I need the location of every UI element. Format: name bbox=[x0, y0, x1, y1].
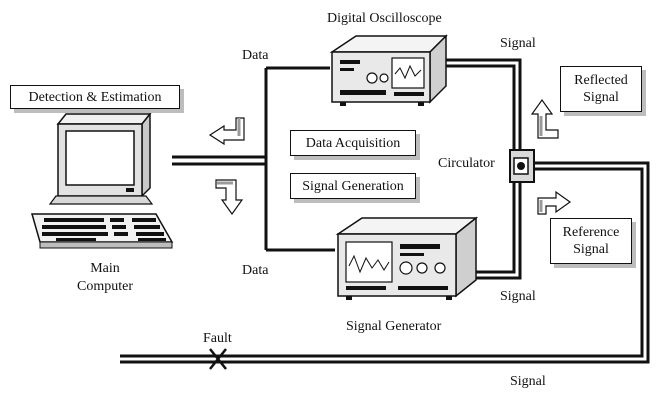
main-computer-line1: Main bbox=[90, 261, 120, 276]
reference-signal-line2: Signal bbox=[573, 242, 609, 257]
detection-estimation-box: Detection & Estimation bbox=[10, 85, 180, 109]
data-bus-lines bbox=[172, 66, 335, 252]
fault-marker-icon bbox=[209, 348, 227, 370]
data-bottom-label: Data bbox=[242, 263, 269, 278]
reference-signal-box: Reference Signal bbox=[550, 218, 632, 264]
reflected-signal-box: Reflected Signal bbox=[560, 66, 642, 112]
signal-mid-label: Signal bbox=[500, 289, 536, 304]
detection-estimation-label: Detection & Estimation bbox=[28, 89, 162, 105]
main-computer-label: Main Computer bbox=[70, 260, 140, 296]
main-computer-line2: Computer bbox=[77, 279, 133, 294]
circulator-icon bbox=[509, 149, 535, 183]
signal-path bbox=[120, 58, 650, 364]
arrow-up-icon bbox=[530, 98, 559, 139]
data-top-label: Data bbox=[242, 48, 269, 63]
circulator-label: Circulator bbox=[438, 156, 495, 171]
oscilloscope-label: Digital Oscilloscope bbox=[327, 11, 442, 26]
arrow-left-icon bbox=[208, 117, 245, 146]
signal-top-label: Signal bbox=[500, 36, 536, 51]
reflected-signal-line2: Signal bbox=[583, 90, 619, 105]
signal-generation-label: Signal Generation bbox=[302, 178, 404, 194]
fault-label: Fault bbox=[203, 331, 232, 346]
signal-generation-box: Signal Generation bbox=[290, 173, 416, 199]
data-acquisition-label: Data Acquisition bbox=[305, 135, 401, 151]
signal-bottom-label: Signal bbox=[510, 374, 546, 389]
computer-icon bbox=[31, 111, 174, 249]
signal-generator-label: Signal Generator bbox=[346, 319, 442, 334]
reflected-signal-line1: Reflected bbox=[574, 73, 628, 88]
arrow-right-icon bbox=[537, 190, 572, 215]
data-acquisition-box: Data Acquisition bbox=[290, 130, 416, 156]
reference-signal-line1: Reference bbox=[562, 225, 620, 240]
arrow-down-icon bbox=[215, 179, 244, 216]
oscilloscope-icon bbox=[329, 34, 448, 106]
signal-generator-icon bbox=[335, 216, 479, 300]
